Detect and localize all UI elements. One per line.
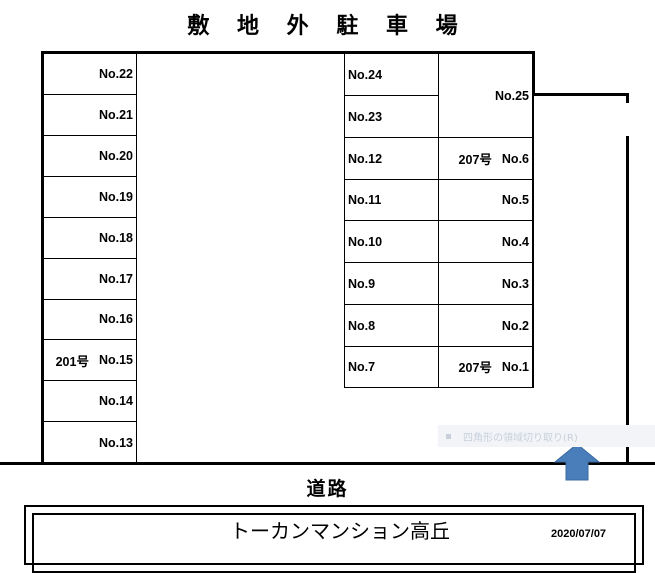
parking-space: No.14 [44,381,136,422]
space-number-label: No.24 [348,67,383,82]
parking-space: No.10 [345,221,438,263]
space-number-label: No.8 [348,318,376,333]
lot-boundary-right-tick [626,93,629,103]
space-number-label: No.1 [501,359,529,374]
parking-space: No.12 [345,138,438,180]
parking-space: No.18 [44,218,136,259]
parking-space: No.7 [345,346,438,388]
space-number-label: No.19 [98,190,133,204]
parking-space: No.11 [345,179,438,221]
space-owner-label: 207号 [458,153,492,167]
parking-space: 207号 No.6 [439,138,532,180]
parking-space: 201号 No.15 [44,340,136,381]
space-number-label: No.20 [98,149,133,163]
road-edge-line [0,462,655,465]
space-number-label: No.10 [348,234,383,249]
space-number-label: No.17 [98,272,133,286]
parking-space: No.5 [439,179,532,221]
space-number-label: No.25 [494,88,529,103]
space-number-label: No.22 [98,67,133,81]
parking-space: No.4 [439,221,532,263]
parking-space: No.22 [44,54,136,95]
space-number-label: No.3 [501,276,529,291]
space-number-label: No.9 [348,276,376,291]
space-number-label: No.7 [348,359,376,374]
left-column-divider [136,54,137,463]
space-number-label: No.6 [501,151,529,166]
parking-space: No.13 [44,422,136,463]
space-number-label: No.16 [98,312,133,326]
parking-space: No.25 [439,54,532,138]
lot-boundary-right-lower [626,136,629,464]
space-number-label: No.18 [98,231,133,245]
space-number-label: No.14 [98,394,133,408]
parking-space: No.8 [345,305,438,347]
parking-space: No.23 [345,96,438,138]
space-number-label: No.5 [501,192,529,207]
space-number-label: No.11 [348,192,382,207]
building-date: 2020/07/07 [551,528,607,540]
space-number-label: No.21 [98,108,133,122]
road-label: 道路 [306,478,349,500]
overlay-bullet-icon [446,433,451,439]
overlay-text: 四角形の領域切り取り(R) [463,432,578,444]
middle-block-left-edge [344,54,345,388]
lot-boundary-right-stub [532,93,629,96]
snip-tool-overlay: 四角形の領域切り取り(R) [438,425,655,447]
space-number-label: No.12 [348,151,383,166]
parking-space: No.20 [44,136,136,177]
parking-space: No.3 [439,263,532,305]
space-number-label: No.23 [348,109,383,124]
space-number-label: No.4 [501,234,529,249]
parking-space: No.24 [345,54,438,96]
entrance-arrow-icon [553,443,601,481]
parking-space: 207号 No.1 [439,346,532,388]
space-owner-label: 207号 [458,361,492,375]
parking-space: No.17 [44,259,136,300]
parking-space: No.16 [44,299,136,340]
parking-space: No.19 [44,177,136,218]
middle-block-right-edge [532,54,534,388]
lot-boundary-top [41,51,535,54]
space-number-label: No.15 [98,353,133,367]
map-title: 敷 地 外 駐 車 場 [187,14,468,39]
parking-space: No.2 [439,305,532,347]
lot-boundary-left [41,51,44,463]
space-number-label: No.2 [501,318,529,333]
middle-block-center-divider [438,54,439,388]
parking-space: No.9 [345,263,438,305]
space-owner-label: 201号 [55,354,89,369]
building-name: トーカンマンション高丘 [230,519,450,543]
parking-space: No.21 [44,95,136,136]
space-number-label: No.13 [98,435,133,450]
